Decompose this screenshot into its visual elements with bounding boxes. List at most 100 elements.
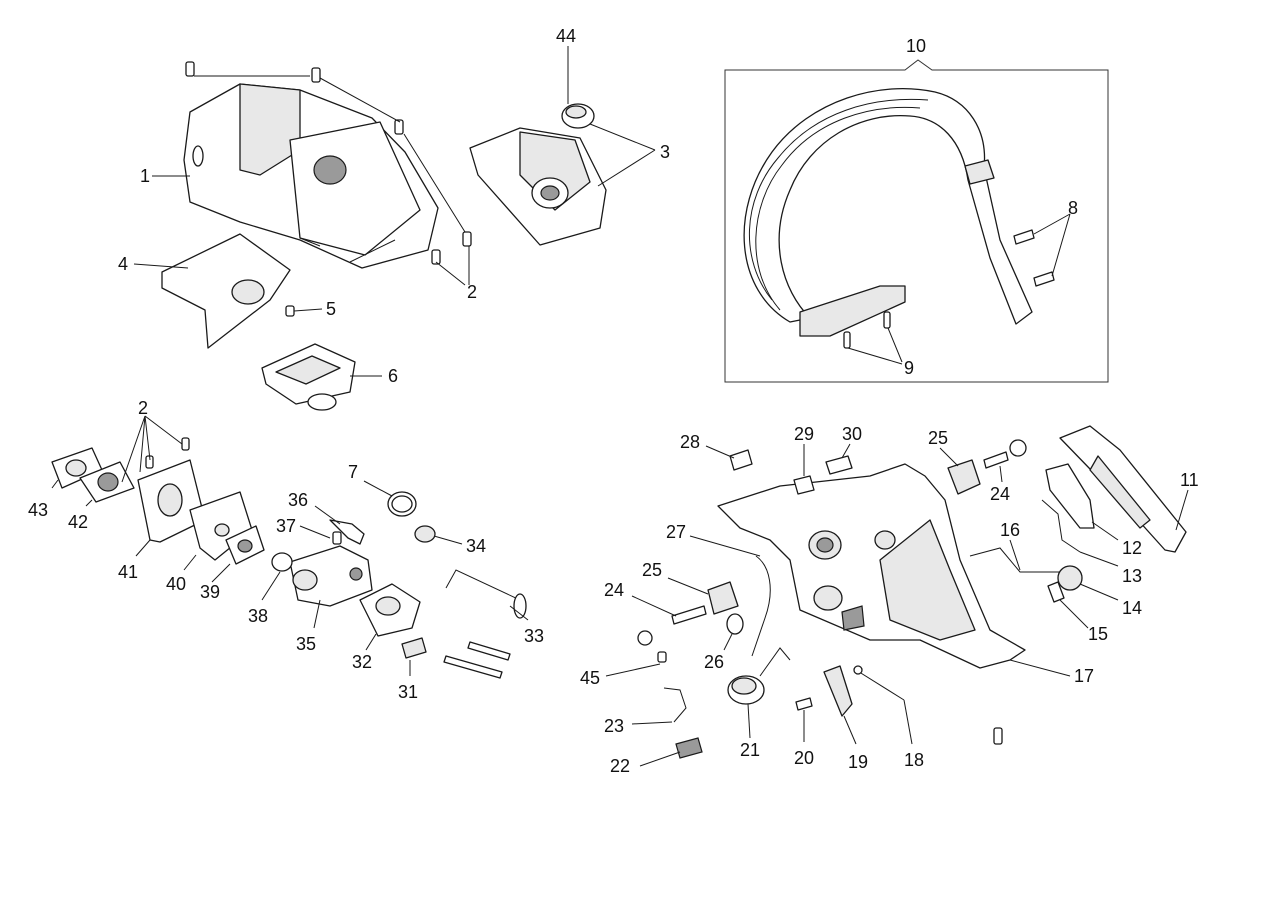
lever-19-part[interactable]: [823, 665, 853, 717]
o-ring-7-part[interactable]: [387, 491, 417, 517]
callout-41: 41: [118, 562, 138, 582]
wire-23-part[interactable]: [663, 687, 687, 723]
loose-screw-part[interactable]: [993, 727, 1003, 745]
callout-24: 24: [604, 580, 624, 600]
throttle-wire-16-part[interactable]: [969, 547, 1060, 573]
handle-bolt-8-part[interactable]: [1013, 229, 1055, 287]
leader-36: [314, 505, 341, 525]
leader-9: [847, 327, 903, 365]
washer-45-part[interactable]: [637, 630, 667, 663]
callout-28: 28: [680, 432, 700, 452]
leader-18: [903, 699, 913, 745]
pad-31-part[interactable]: [401, 637, 427, 659]
leader-32: [365, 633, 377, 651]
spring-rod-13-part[interactable]: [1041, 499, 1081, 553]
leader-28: [705, 445, 735, 459]
long-bolts-part[interactable]: [443, 641, 511, 679]
leader-13: [1079, 551, 1119, 567]
air-filter-cover-part[interactable]: [469, 127, 607, 246]
leader-38: [261, 571, 281, 601]
cover-screw-part[interactable]: [185, 61, 472, 265]
callout-10: 10: [906, 36, 926, 56]
spring-18-part[interactable]: [853, 665, 905, 701]
switch-22-part[interactable]: [675, 737, 703, 759]
throttle-rod-33-part[interactable]: [445, 569, 527, 619]
leader-23: [631, 721, 673, 725]
intake-flange-42-part[interactable]: [79, 461, 135, 503]
callout-14: 14: [1122, 598, 1142, 618]
leader-8: [1033, 213, 1071, 277]
leader-25: [667, 447, 959, 595]
callout-26: 26: [704, 652, 724, 672]
air-filter-part[interactable]: [261, 343, 356, 411]
leader-15: [1059, 599, 1089, 629]
callout-31: 31: [398, 682, 418, 702]
cap-29-part[interactable]: [793, 475, 815, 495]
callout-25-second: 25: [928, 428, 948, 448]
o-ring-38-part[interactable]: [271, 552, 293, 572]
callout-36: 36: [288, 490, 308, 510]
small-screw-5-part[interactable]: [285, 305, 295, 317]
heat-shield-plate-part[interactable]: [161, 233, 291, 349]
callout-37: 37: [276, 516, 296, 536]
leader-22: [639, 751, 681, 767]
callout-22: 22: [610, 756, 630, 776]
gasket-39-part[interactable]: [225, 525, 265, 565]
leader-19: [843, 715, 857, 745]
leader-37: [299, 525, 331, 539]
fuel-line-27-part[interactable]: [751, 555, 771, 657]
leader-35: [313, 599, 321, 629]
callout-39: 39: [200, 582, 220, 602]
callout-15: 15: [1088, 624, 1108, 644]
leader-14: [1079, 583, 1119, 601]
callout-21: 21: [740, 740, 760, 760]
bushing-26-part[interactable]: [726, 613, 744, 635]
callout-labels: 1 2 3 4 5 6 7 8 9 10 11 12 13 14 15 16 1…: [28, 26, 1199, 776]
leader-41-43: [51, 479, 231, 583]
callout-19: 19: [848, 752, 868, 772]
callout-25: 25: [642, 560, 662, 580]
callout-24-second: 24: [990, 484, 1010, 504]
front-handle-bar-part[interactable]: [743, 88, 1033, 337]
leader-26: [723, 633, 733, 651]
clip-15-part[interactable]: [1047, 581, 1065, 603]
rear-handle-housing-17-part[interactable]: [717, 463, 1026, 669]
gasket-43-part[interactable]: [51, 447, 103, 489]
pin-20-part[interactable]: [795, 697, 813, 711]
filter-knob-part[interactable]: [561, 103, 595, 129]
callout-44: 44: [556, 26, 576, 46]
top-cover-part[interactable]: [183, 83, 439, 269]
callout-27: 27: [666, 522, 686, 542]
callout-35: 35: [296, 634, 316, 654]
callout-45: 45: [580, 668, 600, 688]
leader-4: [133, 263, 189, 269]
callout-1: 1: [140, 166, 150, 186]
vibration-dampener-14-part[interactable]: [1057, 565, 1083, 591]
carburetor-35-part[interactable]: [289, 545, 373, 607]
callout-3: 3: [660, 142, 670, 162]
callout-16: 16: [1000, 520, 1020, 540]
callout-2: 2: [467, 282, 477, 302]
rubber-mount-25-part[interactable]: [707, 459, 981, 615]
handle-screw-9-part[interactable]: [843, 311, 891, 349]
callout-11: 11: [1180, 470, 1199, 490]
carb-adapter-41-part[interactable]: [137, 459, 206, 543]
handle-cover-11-part[interactable]: [1059, 425, 1187, 553]
clip-28-part[interactable]: [729, 449, 753, 471]
grommet-34-part[interactable]: [414, 525, 436, 543]
callout-42: 42: [68, 512, 88, 532]
trigger-12-part[interactable]: [1045, 463, 1095, 529]
callout-6: 6: [388, 366, 398, 386]
leader-24: [631, 465, 1003, 617]
callout-13: 13: [1122, 566, 1142, 586]
callout-8: 8: [1068, 198, 1078, 218]
fuel-pump-32-part[interactable]: [359, 583, 421, 637]
fuel-cap-21-part[interactable]: [727, 647, 791, 705]
spring-37-part[interactable]: [332, 531, 342, 545]
hose-30-part[interactable]: [825, 455, 853, 475]
leader-27: [689, 535, 761, 557]
impulse-hose-36-part[interactable]: [329, 519, 365, 545]
callout-4: 4: [118, 254, 128, 274]
callout-32: 32: [352, 652, 372, 672]
mount-bolt-24-part[interactable]: [671, 439, 1027, 625]
